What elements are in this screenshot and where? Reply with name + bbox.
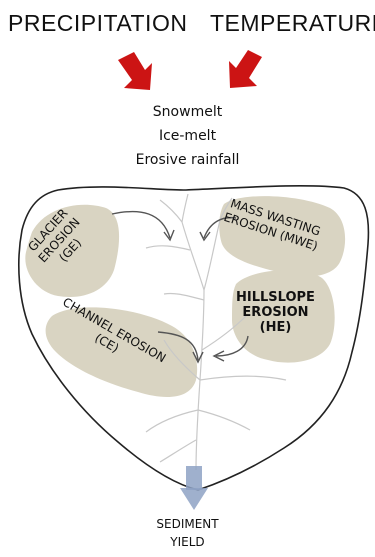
sediment-outflow-arrow xyxy=(180,466,208,510)
precipitation-arrow xyxy=(118,52,152,90)
hillslope-line-1: HILLSLOPE xyxy=(236,290,315,305)
sediment-yield-label: SEDIMENT YIELD xyxy=(0,515,375,551)
zone-glacier xyxy=(25,204,120,297)
temperature-header: TEMPERATURE xyxy=(210,10,375,36)
sediment-yield-line-1: SEDIMENT xyxy=(156,517,219,531)
zone-hillslope xyxy=(232,270,335,363)
driver-snowmelt: Snowmelt xyxy=(152,104,223,120)
zone-channel xyxy=(45,307,198,397)
zone-mass-wasting xyxy=(219,196,346,277)
hillslope-line-2: EROSION xyxy=(242,305,309,320)
basin-outline xyxy=(18,185,370,491)
precipitation-header: PRECIPITATION xyxy=(8,10,188,36)
temperature-arrow xyxy=(229,50,262,88)
driver-ice-melt: Ice-melt xyxy=(158,128,217,144)
hillslope-erosion-label: HILLSLOPE EROSION (HE) xyxy=(236,290,315,335)
sediment-yield-line-2: YIELD xyxy=(170,535,205,549)
driver-erosive-rainfall: Erosive rainfall xyxy=(135,152,240,168)
hillslope-line-3: (HE) xyxy=(259,320,292,335)
flow-arrows xyxy=(111,210,249,364)
stream-network xyxy=(145,193,287,471)
